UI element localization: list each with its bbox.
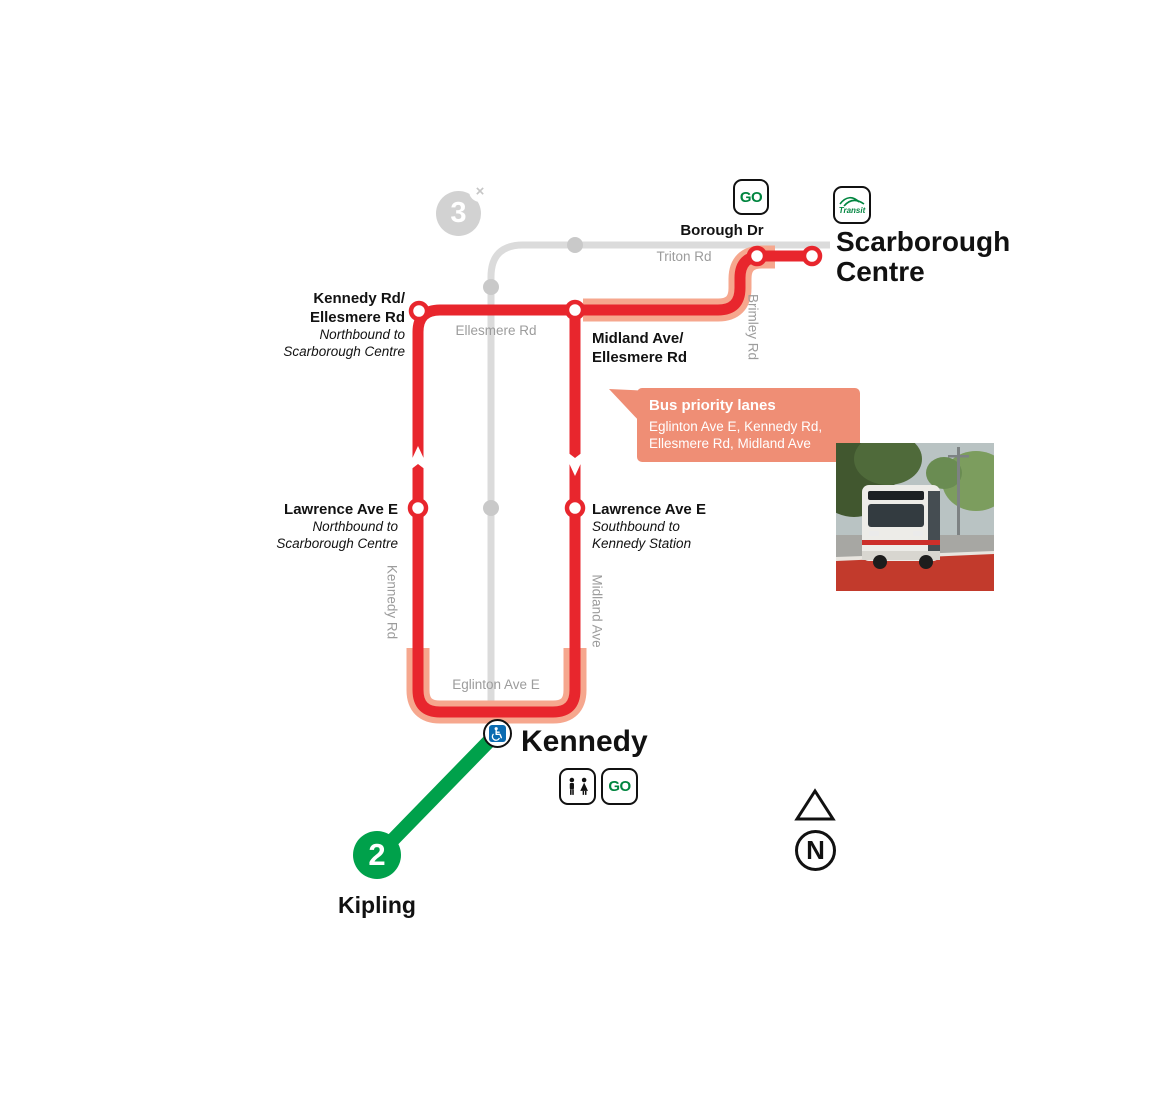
- bus-photo-illustration: [836, 443, 994, 591]
- closed-station-midland-dot: [567, 237, 583, 253]
- north-label: N: [806, 835, 825, 865]
- line2-badge: 2: [353, 831, 401, 879]
- stop-midland-ellesmere-marker: [564, 299, 586, 321]
- street-midland-ave-label: Midland Ave: [589, 574, 605, 648]
- closed-station-ellesmere-dot: [483, 279, 499, 295]
- stop-midland-ellesmere-label: Midland Ave/ Ellesmere Rd: [592, 330, 688, 366]
- north-arrow-triangle: [794, 788, 836, 821]
- transit-logo-icon: Transit: [833, 186, 871, 224]
- stop-lawrence-sb-label: Lawrence Ave E Southbound to Kennedy Sta…: [592, 501, 706, 551]
- stop-scarborough-centre-marker: [801, 245, 823, 267]
- north-compass: N: [795, 830, 836, 871]
- street-ellesmere-label: Ellesmere Rd: [455, 323, 537, 338]
- stop-borough-dr-marker: [746, 245, 768, 267]
- northbound-arrow: [405, 446, 431, 474]
- go-logo-text: GO: [608, 778, 631, 795]
- stop-kennedy-ellesmere-marker: [408, 300, 430, 322]
- go-transit-icon-kennedy: GO: [601, 768, 638, 805]
- transit-logo-text: Transit: [838, 206, 866, 215]
- closed-line3-path: [487, 241, 830, 714]
- stop-lawrence-nb-marker: [407, 497, 429, 519]
- line2-path: [373, 729, 501, 860]
- terminal-kipling-label: Kipling: [338, 892, 416, 918]
- line2-badge-number: 2: [368, 837, 386, 872]
- line3-badge-number: 3: [450, 197, 467, 229]
- street-triton-label: Triton Rd: [656, 249, 712, 264]
- stop-kennedy-ellesmere-label: Kennedy Rd/ Ellesmere Rd Northbound to S…: [283, 290, 405, 359]
- accessibility-icon: [483, 719, 512, 748]
- stop-borough-dr-label: Borough Dr: [680, 222, 764, 239]
- southbound-arrow: [562, 448, 588, 476]
- street-brimley-rd-label: Brimley Rd: [745, 293, 761, 361]
- wheelchair-icon: [489, 725, 506, 742]
- go-logo-text: GO: [739, 188, 763, 206]
- stop-lawrence-nb-label: Lawrence Ave E Northbound to Scarborough…: [276, 501, 398, 551]
- street-kennedy-rd-label: Kennedy Rd: [384, 564, 400, 640]
- line3-closed-x: ×: [475, 182, 485, 200]
- bus-priority-lanes-callout: Bus priority lanes Eglinton Ave E, Kenne…: [637, 388, 860, 462]
- bus-photo: [836, 443, 994, 591]
- line3-closed-icon: ×: [469, 180, 491, 202]
- callout-title: Bus priority lanes: [649, 397, 776, 414]
- street-eglinton-label: Eglinton Ave E: [452, 677, 540, 692]
- terminal-kennedy-label: Kennedy: [521, 725, 648, 758]
- washroom-icon: [559, 768, 596, 805]
- closed-station-lawrence-east-dot: [483, 500, 499, 516]
- stop-lawrence-sb-marker: [564, 497, 586, 519]
- terminal-scarborough-centre-label: Scarborough Centre: [836, 226, 1011, 287]
- go-transit-icon-borough: GO: [733, 179, 769, 215]
